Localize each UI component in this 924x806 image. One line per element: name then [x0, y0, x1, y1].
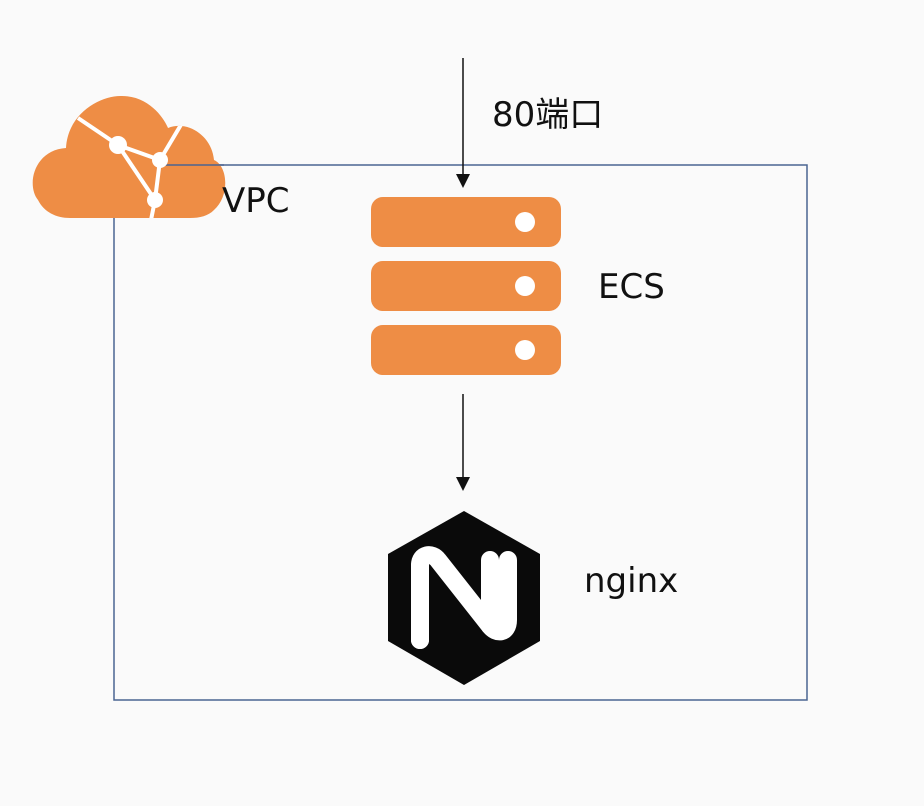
ecs-to-nginx-arrow: [456, 394, 470, 491]
vpc-boundary: [113, 164, 808, 701]
ecs-label: ECS: [598, 267, 665, 307]
server-stack-icon: [371, 197, 561, 375]
port-label: 80端口: [492, 95, 604, 135]
nginx-logo-icon: [388, 511, 540, 685]
vpc-label: VPC: [222, 181, 290, 221]
nginx-label: nginx: [584, 561, 679, 601]
vpc-cloud-icon: [32, 95, 226, 218]
incoming-arrow: [456, 58, 470, 188]
